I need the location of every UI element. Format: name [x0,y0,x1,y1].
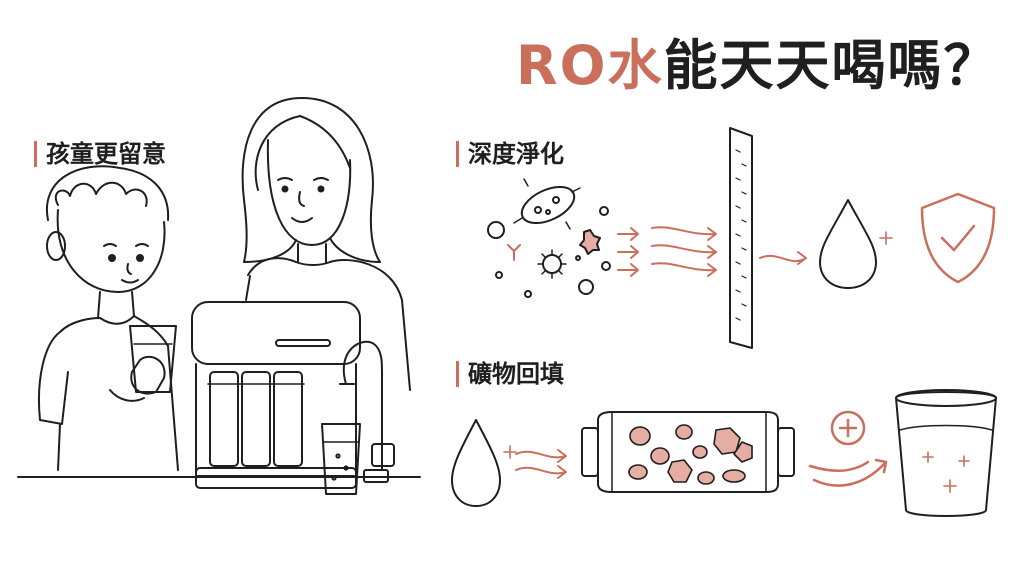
child-cup-icon [129,325,177,393]
section-title-mineral: 礦物回填 [456,358,564,390]
pink-particle-icon [579,229,601,255]
water-glass-icon [895,389,997,517]
bacteria-icon [513,178,581,230]
contaminants-group [487,178,611,298]
virus-icon [537,249,567,279]
water-drop-icon [819,199,877,289]
section-title-children: 孩童更留意 [34,138,166,170]
water-drop-icon [451,419,501,507]
mineral-cartridge-icon [581,411,795,493]
sparkle-icon [503,445,517,459]
filter-membrane-icon [729,127,753,349]
water-purifier-illustration [191,301,395,495]
inflow-arrows [515,449,567,479]
inflow-arrows [617,226,717,277]
sparkle-icon [879,231,893,245]
title-rest: 能天天喝嗎？ [663,34,1000,97]
shield-check-icon [920,192,996,284]
mineral-outflow-arrow [808,458,888,487]
outflow-arrow [759,251,807,265]
title-accent: RO水 [516,34,664,97]
section-title-purify: 深度淨化 [456,138,564,170]
page-title: RO水能天天喝嗎？ [516,30,1000,102]
mother-illustration [241,97,411,391]
child-illustration [38,165,179,471]
plus-circle-icon [830,410,866,446]
spark-particle-icon [507,244,521,261]
